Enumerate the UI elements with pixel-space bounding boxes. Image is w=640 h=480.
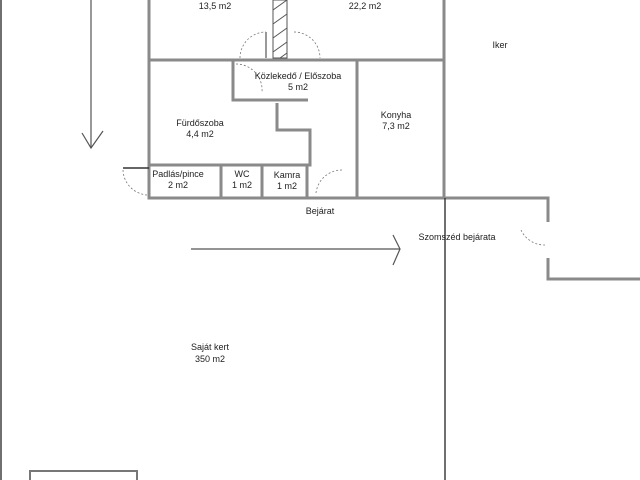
doors [122,31,546,246]
wc-area: 1 m2 [231,180,253,190]
shed-outline [29,470,138,480]
hallway-area: 5 m2 [287,82,309,92]
bathroom-area: 4,4 m2 [186,129,214,139]
hallway-name: Közlekedő / Előszoba [254,71,342,81]
neighbor-entrance-label: Szomszéd bejárata [418,232,496,242]
chimney [272,0,288,59]
room-top-left-area: 13,5 m2 [198,1,232,11]
garden-label: Saját kert [190,342,230,352]
wc-name: WC [234,169,250,179]
kitchen-area: 7,3 m2 [382,121,410,131]
garden-area: 350 m2 [194,354,226,364]
pantry-area: 1 m2 [276,181,298,191]
kitchen-name: Konyha [380,110,412,120]
pantry-name: Kamra [273,170,301,180]
house-walls [147,0,640,281]
bathroom-name: Fürdőszoba [176,118,224,128]
arrow-down [81,0,104,150]
entrance-label: Bejárat [305,206,335,216]
room-top-right-area: 22,2 m2 [348,1,382,11]
attic-name: Padlás/pince [152,169,204,179]
semi-detached-label: Iker [492,40,508,50]
arrow-right [191,234,401,266]
attic-area: 2 m2 [167,180,189,190]
